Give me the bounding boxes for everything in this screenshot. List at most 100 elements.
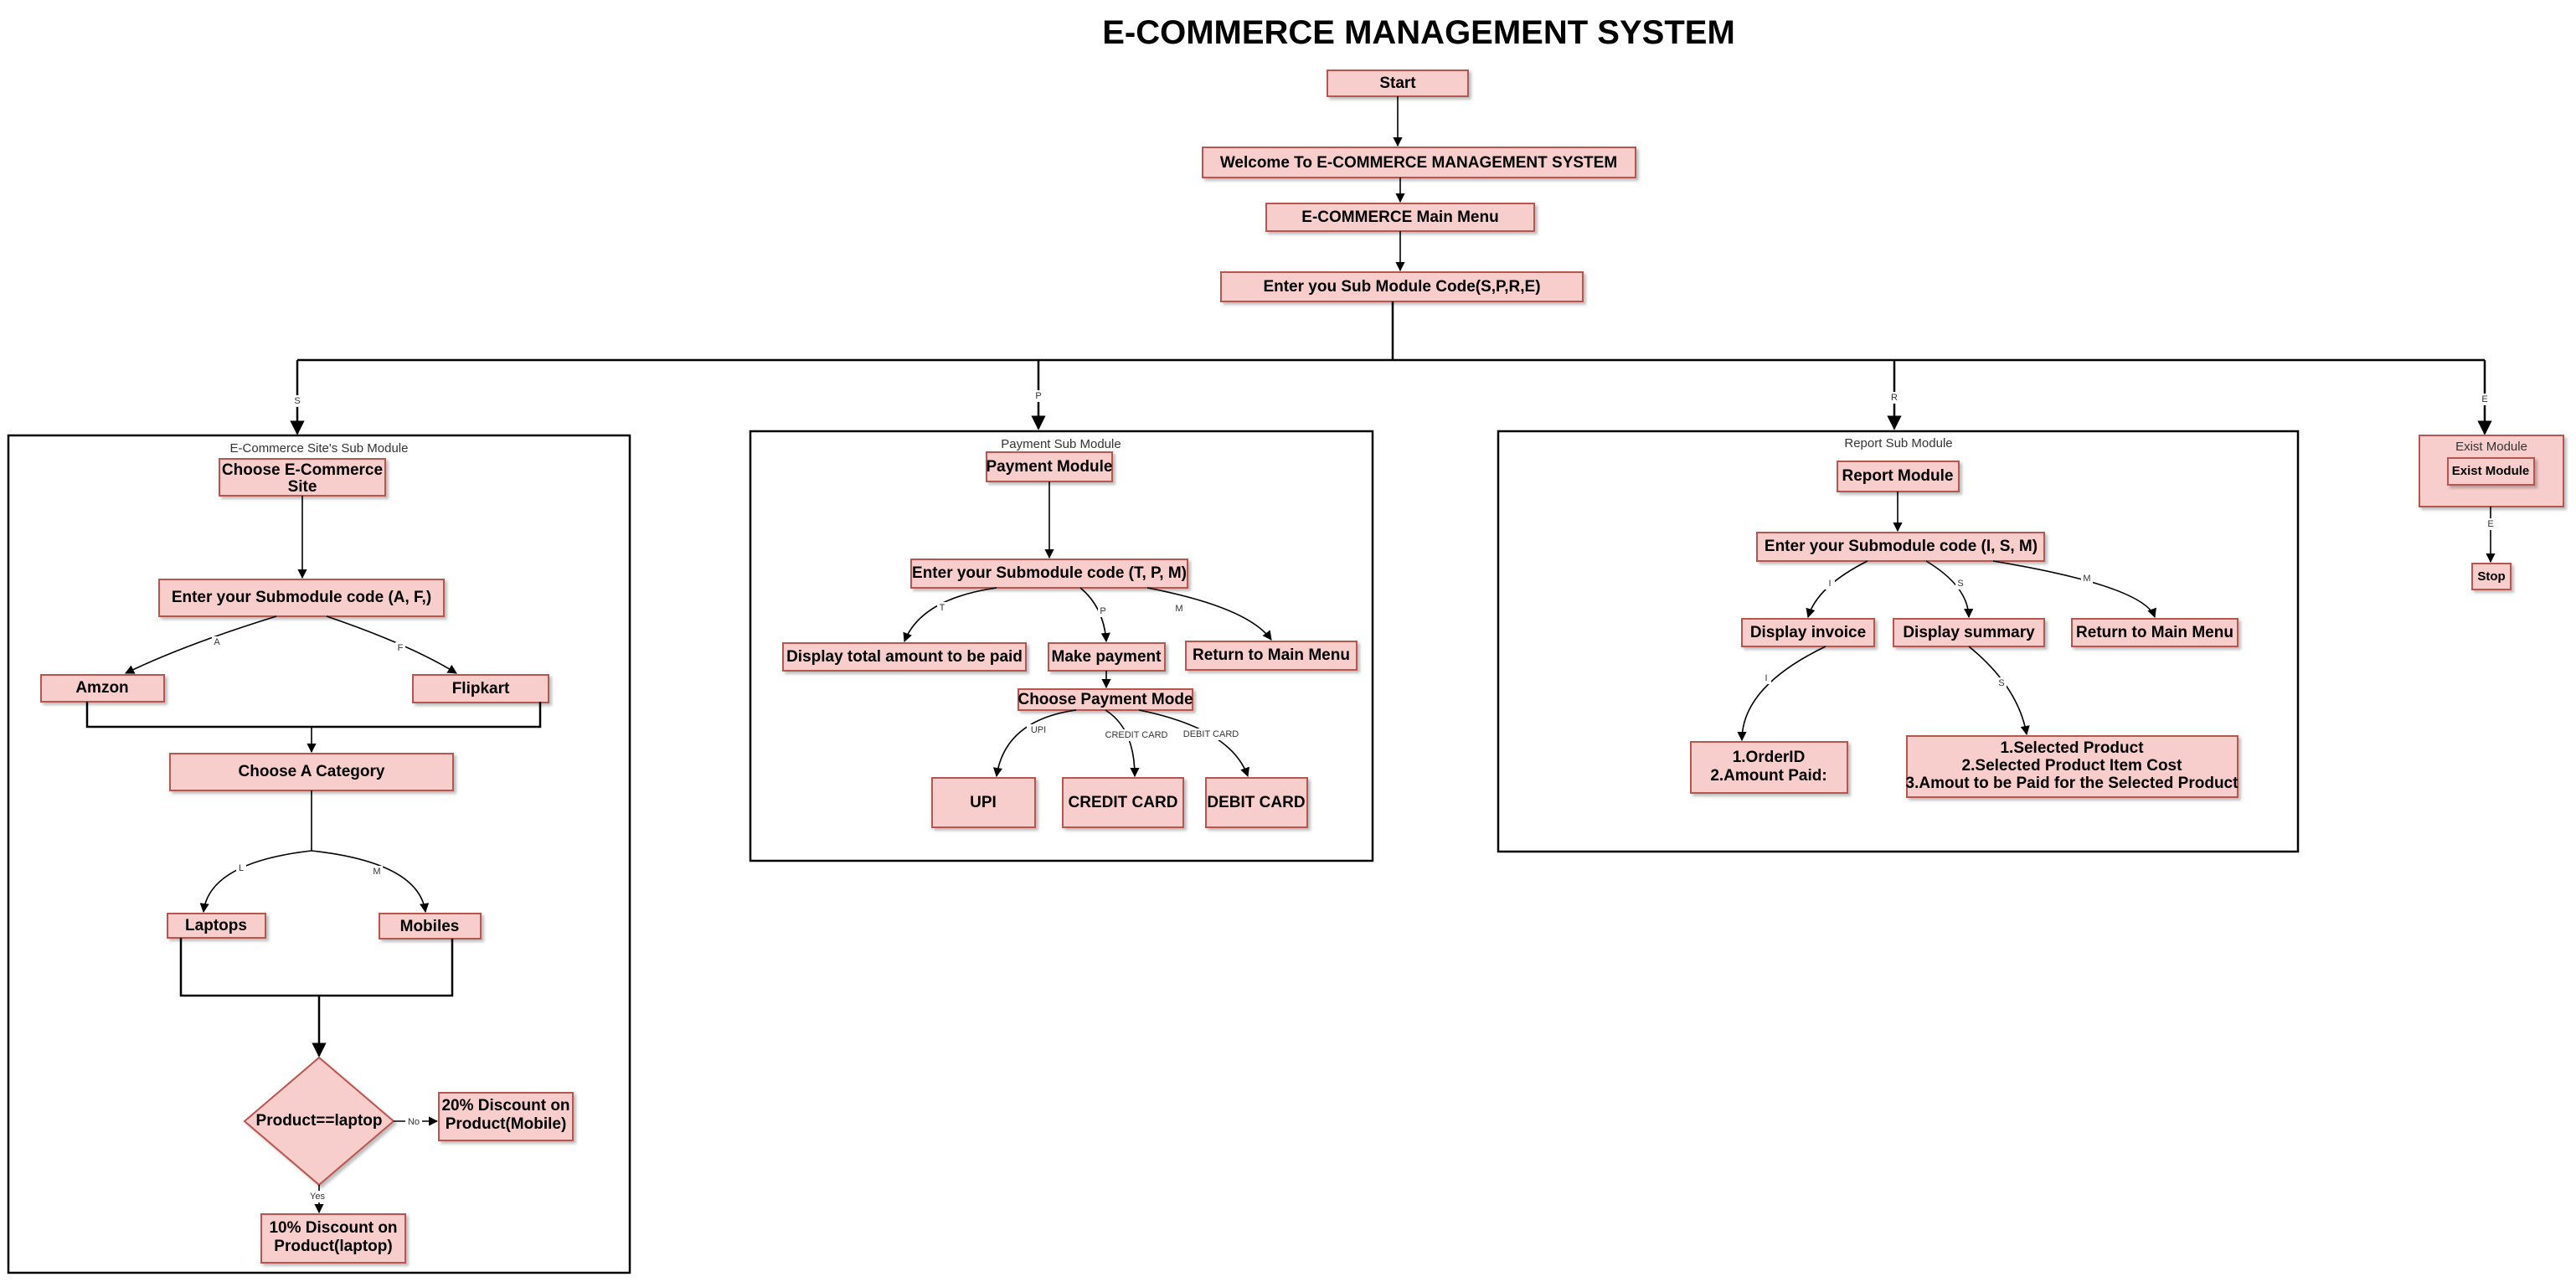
stop-label: Stop — [2477, 569, 2505, 584]
report-label-i: I — [1828, 579, 1831, 589]
decision-label: Product==laptop — [256, 1112, 383, 1130]
payment-label-upi: UPI — [1031, 725, 1046, 735]
flipkart-label: Flipkart — [452, 680, 510, 698]
ecommerce-container — [7, 434, 631, 1274]
laptop-discount-line1: 10% Discount on — [269, 1219, 397, 1237]
category-label: Choose A Category — [239, 763, 385, 780]
exit-container — [2419, 435, 2564, 507]
summary-details-line1: 1.Selected Product — [2000, 739, 2144, 757]
display-total-node — [782, 642, 1027, 672]
edge-code-return — [1992, 560, 2156, 619]
report-label-i2: I — [1765, 673, 1767, 683]
report-module-node — [1837, 461, 1960, 492]
report-container — [1497, 430, 2300, 853]
payment-label-t: T — [940, 603, 945, 613]
report-label-s2: S — [1998, 678, 2004, 688]
edge-code-invoice — [1806, 560, 1868, 619]
report-enter-code-node — [1756, 532, 2045, 562]
start-node — [1327, 69, 1469, 97]
edge-split-mobiles — [311, 850, 430, 914]
choose-site-line2: Site — [288, 478, 317, 496]
edge-code-flipkart — [326, 615, 457, 674]
branch-label-e: E — [2481, 394, 2487, 404]
credit-card-node — [1062, 777, 1184, 828]
ecommerce-container-title: E-Commerce Site's Sub Module — [230, 441, 409, 456]
upi-label: UPI — [970, 794, 997, 811]
branch-label-r: R — [1891, 393, 1898, 403]
report-module-label: Report Module — [1842, 467, 1954, 485]
payment-container — [749, 430, 1374, 862]
diagram-title: E-COMMERCE MANAGEMENT SYSTEM — [1102, 14, 1735, 51]
summary-details-line2: 2.Selected Product Item Cost — [1962, 757, 2183, 775]
mobile-discount-line1: 20% Discount on — [441, 1097, 569, 1115]
edge-code-total — [903, 587, 997, 643]
edge-invoice-details — [1737, 646, 1826, 742]
category-node — [169, 753, 454, 791]
start-label: Start — [1379, 75, 1416, 92]
laptops-node — [167, 913, 266, 939]
welcome-label: Welcome To E-COMMERCE MANAGEMENT SYSTEM — [1220, 154, 1617, 172]
invoice-details-line1: 1.OrderID — [1733, 749, 1806, 766]
report-container-title: Report Sub Module — [1844, 436, 1952, 450]
report-label-m: M — [2083, 574, 2090, 584]
ecom-label-yes: Yes — [310, 1192, 325, 1202]
choose-site-node — [219, 458, 386, 497]
welcome-node — [1202, 147, 1636, 178]
edge-mode-credit — [1105, 709, 1140, 778]
amazon-node — [40, 674, 165, 703]
edge-code-amazon — [124, 615, 277, 674]
ecom-enter-code-label: Enter your Submodule code (A, F,) — [172, 589, 431, 606]
mobiles-node — [379, 913, 482, 940]
laptop-discount-node — [260, 1213, 406, 1264]
summary-details-node — [1906, 735, 2239, 798]
report-label-s: S — [1957, 579, 1963, 589]
branch-label-p: P — [1035, 391, 1041, 401]
make-payment-node — [1048, 642, 1166, 672]
ecom-label-m: M — [373, 867, 380, 877]
enter-code-label: Enter you Sub Module Code(S,P,R,E) — [1263, 278, 1540, 296]
payment-enter-code-node — [910, 559, 1188, 589]
ecom-label-l: L — [239, 863, 244, 873]
edge-mode-upi — [992, 709, 1077, 778]
exit-module-label: Exist Module — [2452, 464, 2530, 478]
payment-label-m: M — [1175, 604, 1182, 614]
ecom-enter-code-node — [158, 579, 445, 617]
edge-summary-details — [1968, 646, 2030, 736]
display-invoice-label: Display invoice — [1750, 624, 1866, 641]
edge-mode-debit — [1138, 709, 1249, 778]
laptops-label: Laptops — [185, 917, 247, 934]
upi-node — [931, 777, 1036, 828]
report-enter-code-label: Enter your Submodule code (I, S, M) — [1765, 538, 2038, 555]
branch-label-s: S — [294, 396, 300, 406]
display-summary-node — [1893, 618, 2045, 647]
report-return-menu-node — [2071, 618, 2239, 647]
edge-split-laptops — [199, 850, 312, 914]
mobile-discount-line2: Product(Mobile) — [446, 1115, 567, 1133]
edge-products-merge — [179, 938, 454, 997]
choose-site-line1: Choose E-Commerce — [222, 461, 383, 479]
amazon-label: Amzon — [75, 679, 128, 697]
exit-module-node — [2447, 457, 2535, 486]
payment-label-debit: DEBIT CARD — [1183, 729, 1239, 739]
display-summary-label: Display summary — [1903, 624, 2035, 641]
payment-enter-code-label: Enter your Submodule code (T, P, M) — [912, 564, 1187, 582]
payment-container-title: Payment Sub Module — [1001, 437, 1121, 451]
debit-card-node — [1205, 777, 1308, 828]
stop-node — [2471, 563, 2512, 590]
laptop-discount-line2: Product(laptop) — [274, 1238, 392, 1255]
ecom-label-a: A — [214, 637, 220, 647]
ecom-label-no: No — [408, 1117, 420, 1127]
choose-mode-label: Choose Payment Mode — [1018, 691, 1193, 708]
debit-card-label: DEBIT CARD — [1207, 794, 1305, 811]
main-menu-label: E-COMMERCE Main Menu — [1301, 208, 1498, 226]
payment-label-p: P — [1100, 606, 1105, 616]
enter-code-node — [1220, 271, 1584, 302]
invoice-details-node — [1690, 741, 1848, 794]
display-total-label: Display total amount to be paid — [786, 648, 1023, 666]
display-invoice-node — [1741, 618, 1875, 647]
make-payment-label: Make payment — [1052, 648, 1162, 666]
invoice-details-line2: 2.Amount Paid: — [1710, 767, 1826, 785]
payment-label-credit: CREDIT CARD — [1105, 730, 1168, 740]
edge-sites-merge — [85, 702, 542, 728]
